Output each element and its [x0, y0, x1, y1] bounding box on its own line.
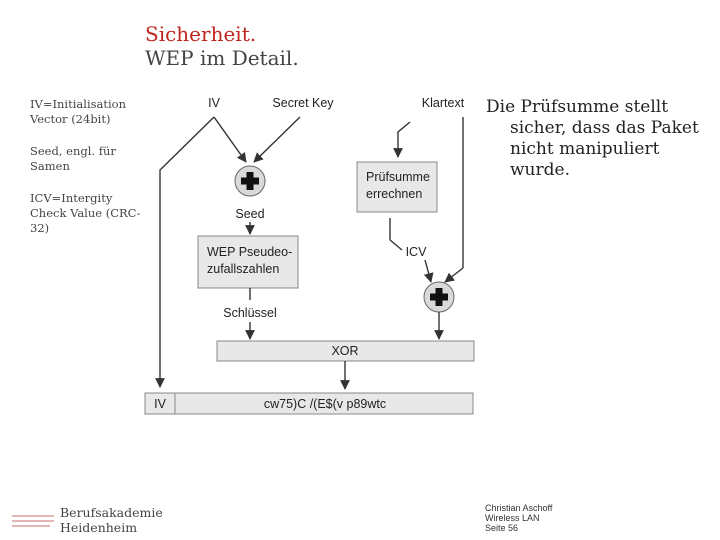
title-line-2: WEP im Detail.: [145, 46, 299, 70]
checksum-line-2: errechnen: [366, 187, 422, 201]
footer-school-line-1: Berufsakademie: [60, 505, 163, 520]
footer-page: Seite 56: [485, 523, 519, 533]
ba-logo-icon: [10, 512, 56, 532]
iv-to-packet-arrow: [155, 116, 215, 388]
bullet-checksum: Die Prüfsumme stellt sicher, dass das Pa…: [486, 97, 699, 180]
iv-label: IV: [208, 96, 220, 110]
packet-cipher-label: cw75)C /(E$(v p89wtc: [264, 397, 386, 411]
title-line-1: Sicherheit.: [145, 22, 257, 46]
checksum-box: [356, 161, 438, 213]
footer-info: Christian Aschoff Wireless LAN Seite 56: [485, 503, 552, 533]
xor-label: XOR: [331, 344, 358, 358]
klartext-to-checksum-arrow: [393, 121, 411, 158]
packet-box: [144, 392, 474, 415]
footer-school-line-2: Heidenheim: [60, 520, 138, 535]
footer-author: Christian Aschoff: [485, 503, 553, 513]
footer-school: Berufsakademie Heidenheim: [60, 505, 163, 535]
iv-to-seed-arrow: [213, 116, 247, 163]
seed-label: Seed: [235, 207, 264, 221]
secret-key-label: Secret Key: [272, 96, 334, 110]
footer-topic: Wireless LAN: [485, 513, 540, 523]
icv-plus-icon: [430, 288, 448, 306]
bullet-text: Die Prüfsumme stellt sicher, dass das Pa…: [486, 97, 701, 181]
klartext-label: Klartext: [422, 96, 465, 110]
note-seed: Seed, engl. für Samen: [30, 144, 116, 173]
wep-prng-box: [197, 235, 299, 289]
packet-iv-label: IV: [154, 397, 166, 411]
checksum-line-1: Prüfsumme: [366, 170, 430, 184]
klartext-to-icv-plus-arrow: [444, 267, 464, 283]
key-to-seed-arrow: [253, 116, 301, 163]
icv-label: ICV: [406, 245, 428, 259]
note-iv: IV=Initialisation Vector (24bit): [30, 97, 127, 126]
schluessel-label: Schlüssel: [223, 306, 277, 320]
icv-to-plus-arrow: [423, 259, 434, 283]
notes-column: IV=Initialisation Vector (24bit) Seed, e…: [30, 97, 150, 253]
wep-box-line-2: zufallszahlen: [207, 262, 279, 276]
note-icv: ICV=Intergity Check Value (CRC-32): [30, 191, 141, 235]
checksum-to-icv-arrow-diag: [389, 239, 403, 251]
wep-box-line-1: WEP Pseudeo-: [207, 245, 292, 259]
slide-title: Sicherheit. WEP im Detail.: [145, 22, 299, 70]
seed-plus-icon: [241, 172, 259, 190]
